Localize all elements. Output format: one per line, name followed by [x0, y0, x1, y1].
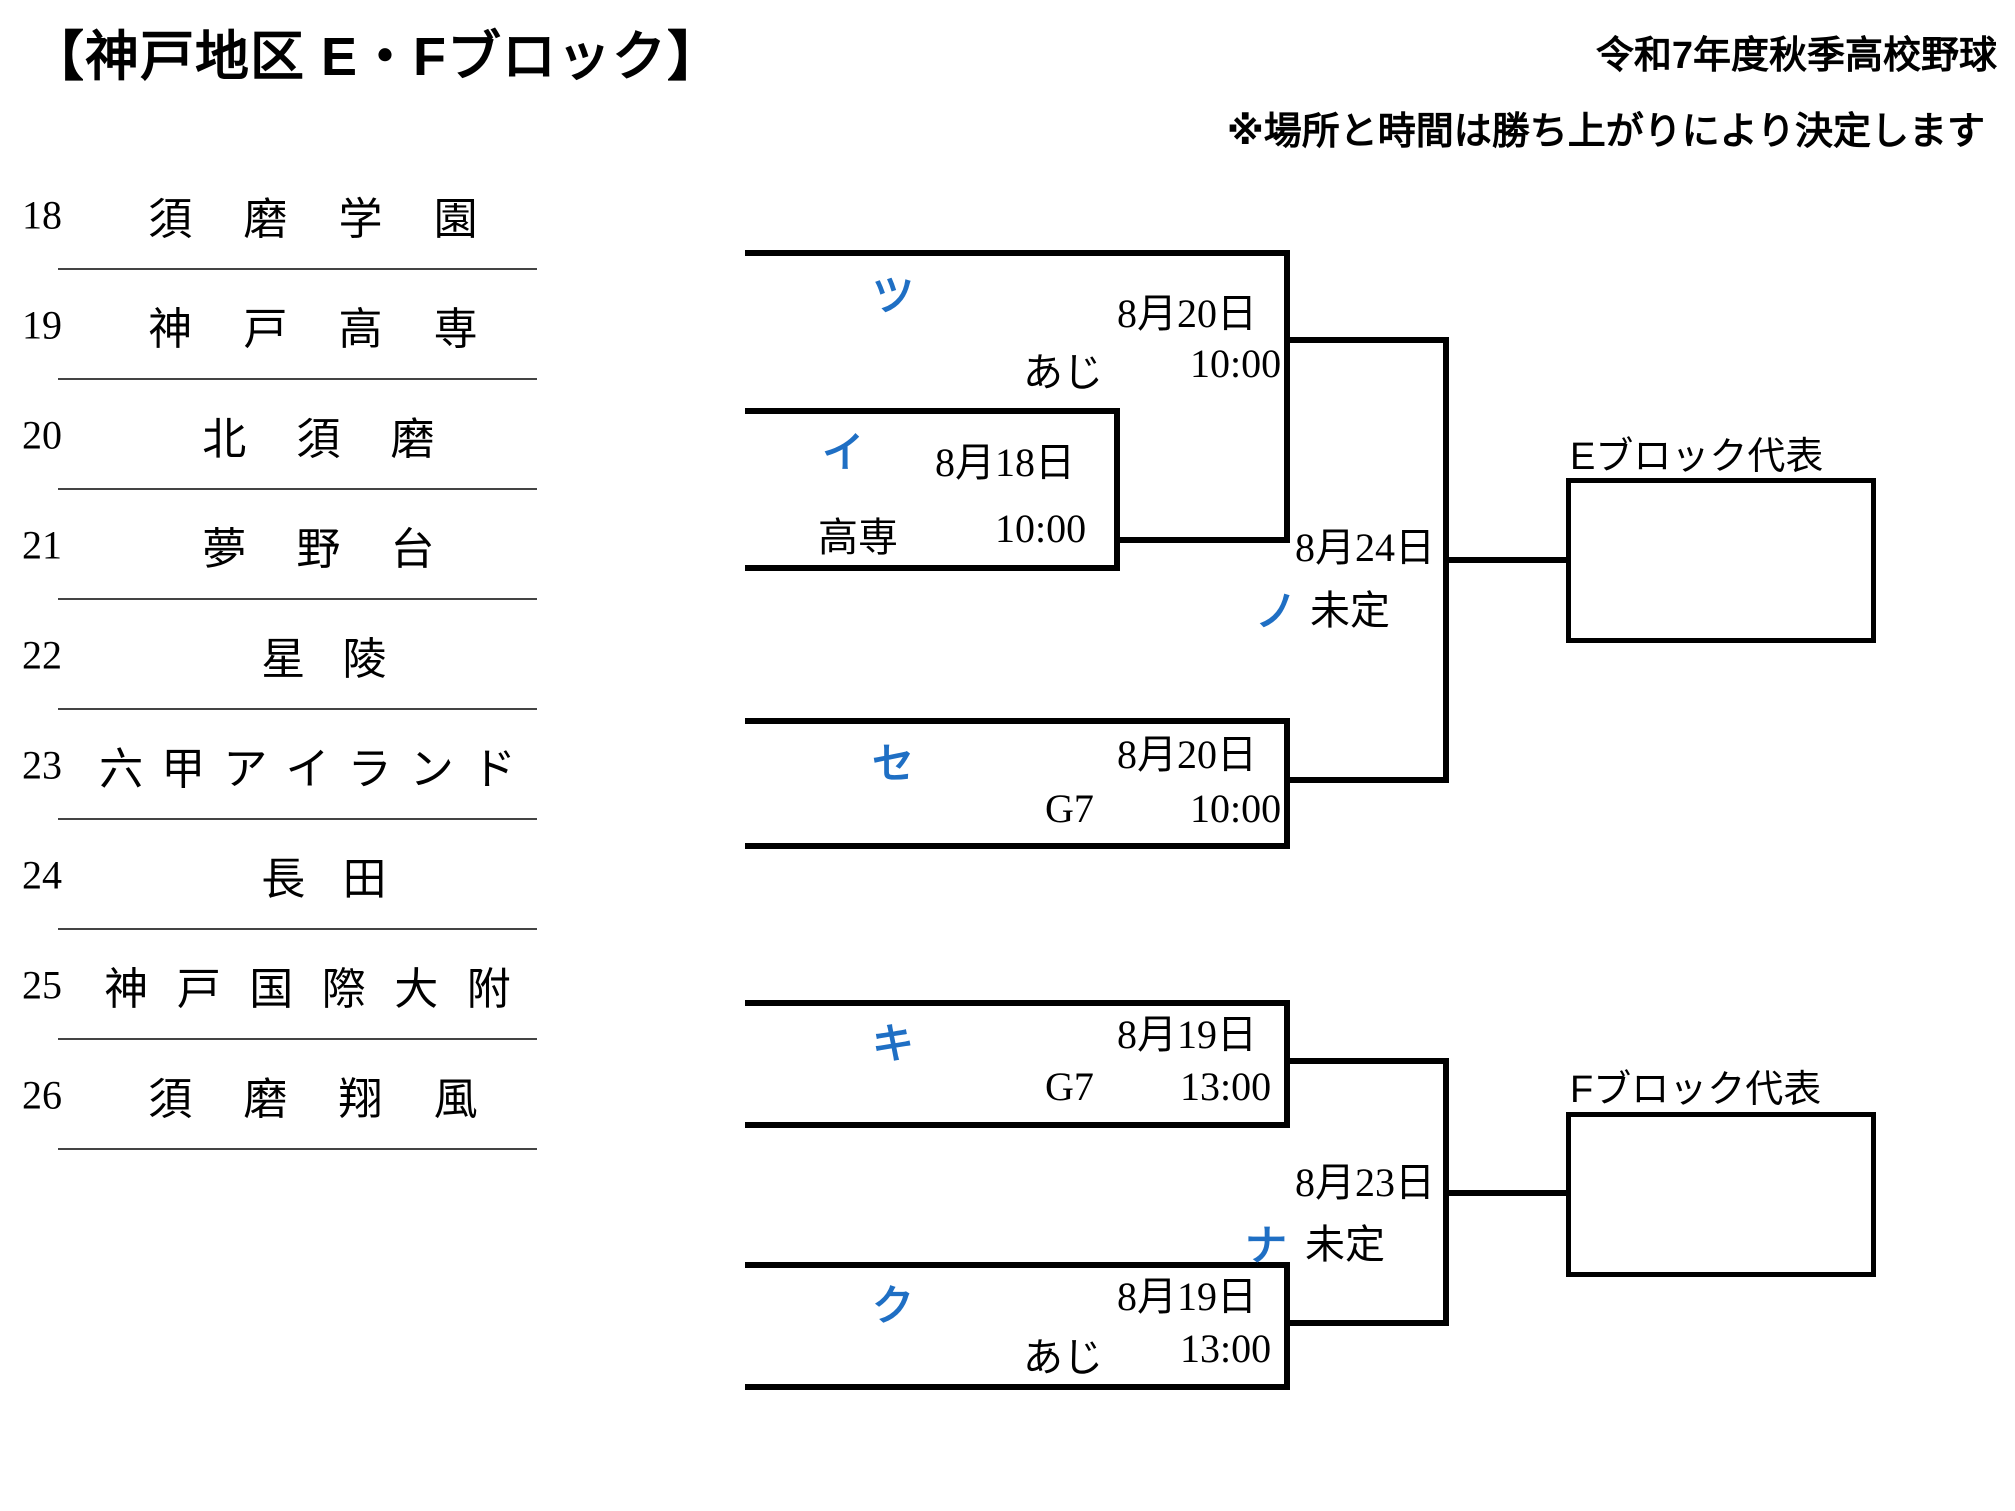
- bracket-line-ki-winner: [1284, 1058, 1449, 1064]
- team-number: 23: [22, 742, 62, 788]
- match-venue-se: G7: [1045, 786, 1094, 831]
- team-name: 六甲アイランド: [99, 745, 516, 794]
- match-time-se: 10:00: [1190, 786, 1282, 831]
- match-venue-no: 未定: [1310, 588, 1390, 633]
- team-number: 21: [22, 522, 62, 568]
- match-code-na: ナ: [1245, 1222, 1288, 1269]
- match-time-ku: 13:00: [1180, 1326, 1272, 1371]
- bracket-join-ku: [1284, 1262, 1290, 1390]
- team-number: 19: [22, 302, 62, 348]
- bracket-line-i-top: [745, 408, 1120, 414]
- bracket-line-tsu-winner: [1284, 337, 1449, 343]
- match-code-ku: ク: [872, 1282, 915, 1329]
- team-separator: [58, 1038, 537, 1040]
- match-time-i: 10:00: [995, 506, 1087, 551]
- team-separator: [58, 1148, 537, 1150]
- bracket-join-se: [1284, 718, 1290, 848]
- team-row[interactable]: 24 長田: [0, 820, 545, 930]
- bracket-line-ki-top: [745, 1000, 1290, 1006]
- bracket-line-ku-winner: [1284, 1320, 1449, 1326]
- match-date-se: 8月20日: [1117, 732, 1257, 777]
- match-venue-ku: あじ: [1023, 1335, 1103, 1380]
- bracket-join-ki: [1284, 1000, 1290, 1128]
- bracket-line-se-winner: [1284, 777, 1449, 783]
- team-row[interactable]: 18 須磨学園: [0, 160, 545, 270]
- match-code-i: イ: [822, 429, 865, 476]
- venue-note: ※場所と時間は勝ち上がりにより決定します: [1226, 111, 1985, 153]
- bracket-line-f-final: [1443, 1190, 1568, 1196]
- match-code-no: ノ: [1255, 588, 1298, 635]
- team-separator: [58, 708, 537, 710]
- e-rep-label: Eブロック代表: [1570, 436, 1824, 478]
- f-rep-box[interactable]: [1566, 1112, 1876, 1277]
- match-date-ku: 8月19日: [1117, 1274, 1257, 1319]
- f-rep-label: Fブロック代表: [1570, 1069, 1822, 1111]
- team-number: 25: [22, 962, 62, 1008]
- bracket-line-i-winner: [1114, 537, 1290, 543]
- bracket-line-i-bottom: [745, 565, 1120, 571]
- team-number: 24: [22, 852, 62, 898]
- team-name: 神戸高専: [148, 305, 478, 354]
- team-name: 須磨翔風: [148, 1075, 478, 1124]
- page-title: 【神戸地区 E・Fブロック】: [30, 27, 723, 87]
- season-title: 令和7年度秋季高校野球: [1595, 35, 1997, 77]
- match-code-se: セ: [872, 740, 915, 787]
- team-separator: [58, 598, 537, 600]
- team-name: 長田: [261, 855, 387, 904]
- team-row[interactable]: 23 六甲アイランド: [0, 710, 545, 820]
- match-venue-ki: G7: [1045, 1064, 1094, 1109]
- bracket-line-e-final: [1443, 557, 1568, 563]
- bracket-line-ki-bottom: [745, 1122, 1290, 1128]
- team-name: 須磨学園: [148, 195, 478, 244]
- team-row[interactable]: 26 須磨翔風: [0, 1040, 545, 1150]
- bracket-line-se-top: [745, 718, 1290, 724]
- team-row[interactable]: 25 神戸国際大附: [0, 930, 545, 1040]
- match-venue-na: 未定: [1305, 1222, 1385, 1267]
- match-time-ki: 13:00: [1180, 1064, 1272, 1109]
- team-name: 神戸国際大附: [104, 965, 511, 1014]
- match-date-ki: 8月19日: [1117, 1012, 1257, 1057]
- team-number: 22: [22, 632, 62, 678]
- bracket-line-ku-top: [745, 1262, 1290, 1268]
- team-number: 26: [22, 1072, 62, 1118]
- match-venue-tsu: あじ: [1023, 350, 1103, 395]
- match-time-tsu: 10:00: [1190, 341, 1282, 386]
- match-date-na: 8月23日: [1295, 1160, 1435, 1205]
- team-separator: [58, 818, 537, 820]
- team-name: 夢野台: [202, 525, 435, 574]
- team-row[interactable]: 20 北須磨: [0, 380, 545, 490]
- team-row[interactable]: 21 夢野台: [0, 490, 545, 600]
- team-separator: [58, 268, 537, 270]
- team-list: 18 須磨学園 19 神戸高専 20 北須磨 21 夢野台 22 星陵 23 六…: [0, 160, 545, 1150]
- bracket-line-tsu-top: [745, 250, 1290, 256]
- team-name: 星陵: [261, 635, 387, 684]
- team-number: 20: [22, 412, 62, 458]
- bracket-join-i: [1114, 408, 1120, 571]
- match-code-tsu: ツ: [872, 272, 915, 319]
- e-rep-box[interactable]: [1566, 478, 1876, 643]
- match-date-no: 8月24日: [1295, 525, 1435, 570]
- match-venue-i: 高専: [818, 515, 898, 560]
- team-name: 北須磨: [202, 415, 435, 464]
- team-separator: [58, 378, 537, 380]
- bracket-line-se-bottom: [745, 843, 1290, 849]
- match-code-ki: キ: [872, 1020, 915, 1067]
- bracket-line-ku-bottom: [745, 1384, 1290, 1390]
- bracket-join-tsu: [1284, 250, 1290, 543]
- team-number: 18: [22, 192, 62, 238]
- team-row[interactable]: 19 神戸高専: [0, 270, 545, 380]
- match-date-i: 8月18日: [935, 440, 1075, 485]
- team-separator: [58, 488, 537, 490]
- team-separator: [58, 928, 537, 930]
- match-date-tsu: 8月20日: [1117, 291, 1257, 336]
- team-row[interactable]: 22 星陵: [0, 600, 545, 710]
